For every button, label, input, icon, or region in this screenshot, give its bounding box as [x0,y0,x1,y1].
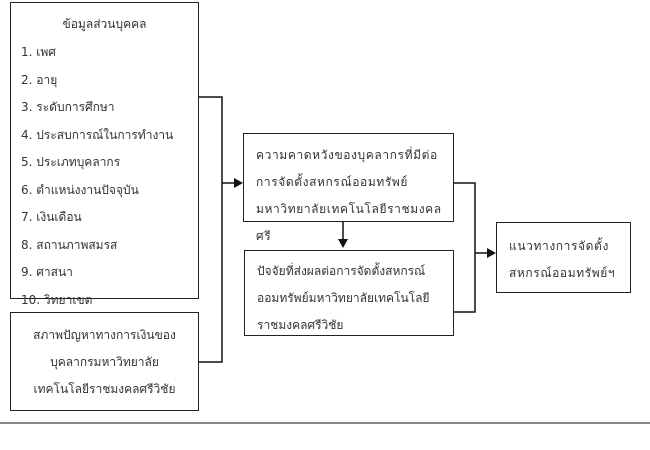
box-line: บุคลากรมหาวิทยาลัย [50,355,159,369]
list-item: 3. ระดับการศึกษา [21,100,115,114]
box-line: สภาพปัญหาทางการเงินของ [33,328,176,342]
list-item: 10. วิทยาเขต [21,292,93,307]
guideline-box: แนวทางการจัดตั้ง สหกรณ์ออมทรัพย์ฯ [496,222,631,293]
list-item: 4. ประสบการณ์ในการทำงาน [21,127,174,142]
personal-items: 1. เพศ 2. อายุ 3. ระดับการศึกษา 4. ประสบ… [21,39,173,314]
list-item: 5. ประเภทบุคลากร [21,155,121,169]
list-item: 1. เพศ [21,45,56,59]
box-line: ปัจจัยที่ส่งผลต่อการจัดตั้งสหกรณ์ [257,264,426,278]
box-line: มหาวิทยาลัยเทคโนโลยีราชมงคลศรี [256,202,442,243]
arrow-head [234,178,243,188]
factors-box: ปัจจัยที่ส่งผลต่อการจัดตั้งสหกรณ์ ออมทรั… [244,250,454,336]
box-line: ออมทรัพย์มหาวิทยาลัยเทคโนโลยี [257,291,430,305]
box-line: ความคาดหวังของบุคลากรที่มีต่อ [256,148,438,162]
list-item: 2. อายุ [21,72,58,87]
arrow-head [487,248,496,258]
box-line: แนวทางการจัดตั้ง [509,239,609,253]
financial-problem-box: สภาพปัญหาทางการเงินของ บุคลากรมหาวิทยาลั… [10,312,199,411]
box-line: สหกรณ์ออมทรัพย์ฯ [509,266,616,280]
box-line: การจัดตั้งสหกรณ์ออมทรัพย์ [256,175,409,189]
list-item: 9. ศาสนา [21,265,73,279]
personal-info-box: ข้อมูลส่วนบุคคล 1. เพศ 2. อายุ 3. ระดับก… [10,2,199,307]
box-line: เทคโนโลยีราชมงคลศรีวิชัย [33,382,176,396]
list-item: 7. เงินเดือน [21,210,82,224]
expectation-box: ความคาดหวังของบุคลากรที่มีต่อ การจัดตั้ง… [243,133,454,243]
box-title: ข้อมูลส่วนบุคคล [62,17,147,31]
list-item: 6. ตำแหน่งงานปัจจุบัน [21,182,139,197]
arrow-head [338,239,348,248]
box-line: ราชมงคลศรีวิชัย [257,318,344,332]
list-item: 8. สถานภาพสมรส [21,237,118,252]
